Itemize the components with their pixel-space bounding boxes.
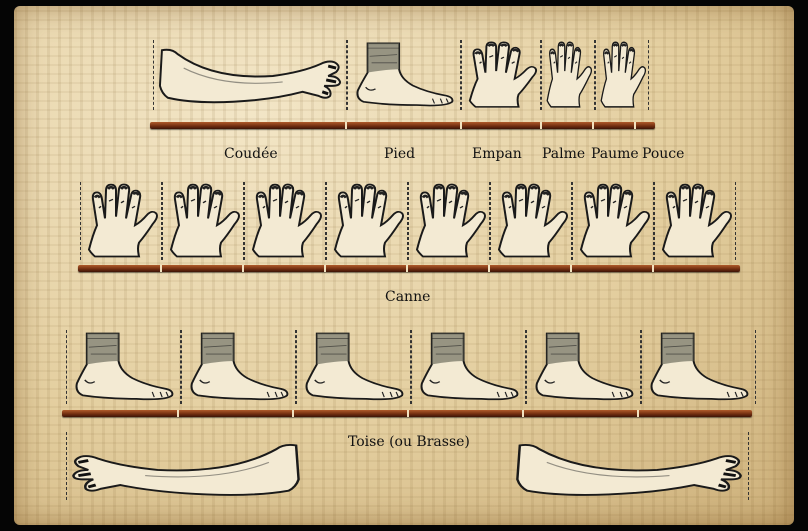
toise-foot-cell [526, 330, 641, 404]
canne-hand-cell [80, 182, 162, 260]
bar-divider [634, 122, 636, 129]
foot-icon [348, 40, 460, 110]
bar-divider [324, 265, 326, 272]
bar-divider [407, 410, 409, 417]
bar-divider [592, 122, 594, 129]
paume-cell [595, 40, 649, 110]
open-hand-icon [655, 182, 735, 260]
canne-hand-cell [490, 182, 572, 260]
canne-hand-cell [408, 182, 490, 260]
bar-divider [177, 410, 179, 417]
open-hand-icon [81, 182, 161, 260]
foot-icon [642, 330, 755, 404]
toise-right-guide [748, 432, 749, 500]
canne-hand-cell [162, 182, 244, 260]
label-toise: Toise (ou Brasse) [348, 434, 470, 450]
label-canne: Canne [385, 289, 430, 305]
bar-divider [652, 265, 654, 272]
label-empan: Empan [472, 146, 522, 162]
foot-icon [412, 330, 525, 404]
thumb-icon [596, 40, 648, 110]
label-pied: Pied [384, 146, 415, 162]
toise-foot-cell [641, 330, 756, 404]
bar-divider [460, 122, 462, 129]
toise-foot-cell [296, 330, 411, 404]
canne-hand-cell [326, 182, 408, 260]
foot-icon [297, 330, 410, 404]
bar-divider [488, 265, 490, 272]
measuring-bar-3 [62, 410, 752, 417]
open-hand-icon [491, 182, 571, 260]
left-arm-icon [66, 436, 306, 502]
toise-foot-cell [66, 330, 181, 404]
bar-divider [522, 410, 524, 417]
bar-divider [637, 410, 639, 417]
open-hand-icon [409, 182, 489, 260]
forearm-hand-icon [154, 40, 346, 110]
pied-cell [347, 40, 461, 110]
palme-cell [541, 40, 595, 110]
measuring-bar-2 [78, 265, 740, 272]
label-paume: Paume [591, 146, 639, 162]
canne-hand-cell [654, 182, 736, 260]
bar-divider [406, 265, 408, 272]
open-hand-icon [163, 182, 243, 260]
bar-divider [242, 265, 244, 272]
canne-hand-cell [572, 182, 654, 260]
foot-icon [527, 330, 640, 404]
bar-divider [540, 122, 542, 129]
open-hand-icon [462, 40, 540, 110]
foot-icon [67, 330, 180, 404]
empan-cell [461, 40, 541, 110]
palm-icon [542, 40, 594, 110]
open-hand-icon [245, 182, 325, 260]
bar-divider [292, 410, 294, 417]
bar-divider [345, 122, 347, 129]
open-hand-icon [327, 182, 407, 260]
canne-hand-cell [244, 182, 326, 260]
label-palme: Palme [542, 146, 585, 162]
bar-divider [570, 265, 572, 272]
foot-icon [182, 330, 295, 404]
open-hand-icon [573, 182, 653, 260]
toise-foot-cell [181, 330, 296, 404]
right-arm-icon [510, 436, 748, 502]
bar-divider [160, 265, 162, 272]
label-pouce: Pouce [642, 146, 684, 162]
measuring-bar-1 [150, 122, 655, 129]
coudee-cell [153, 40, 347, 110]
label-coudee: Coudée [224, 146, 278, 162]
toise-foot-cell [411, 330, 526, 404]
